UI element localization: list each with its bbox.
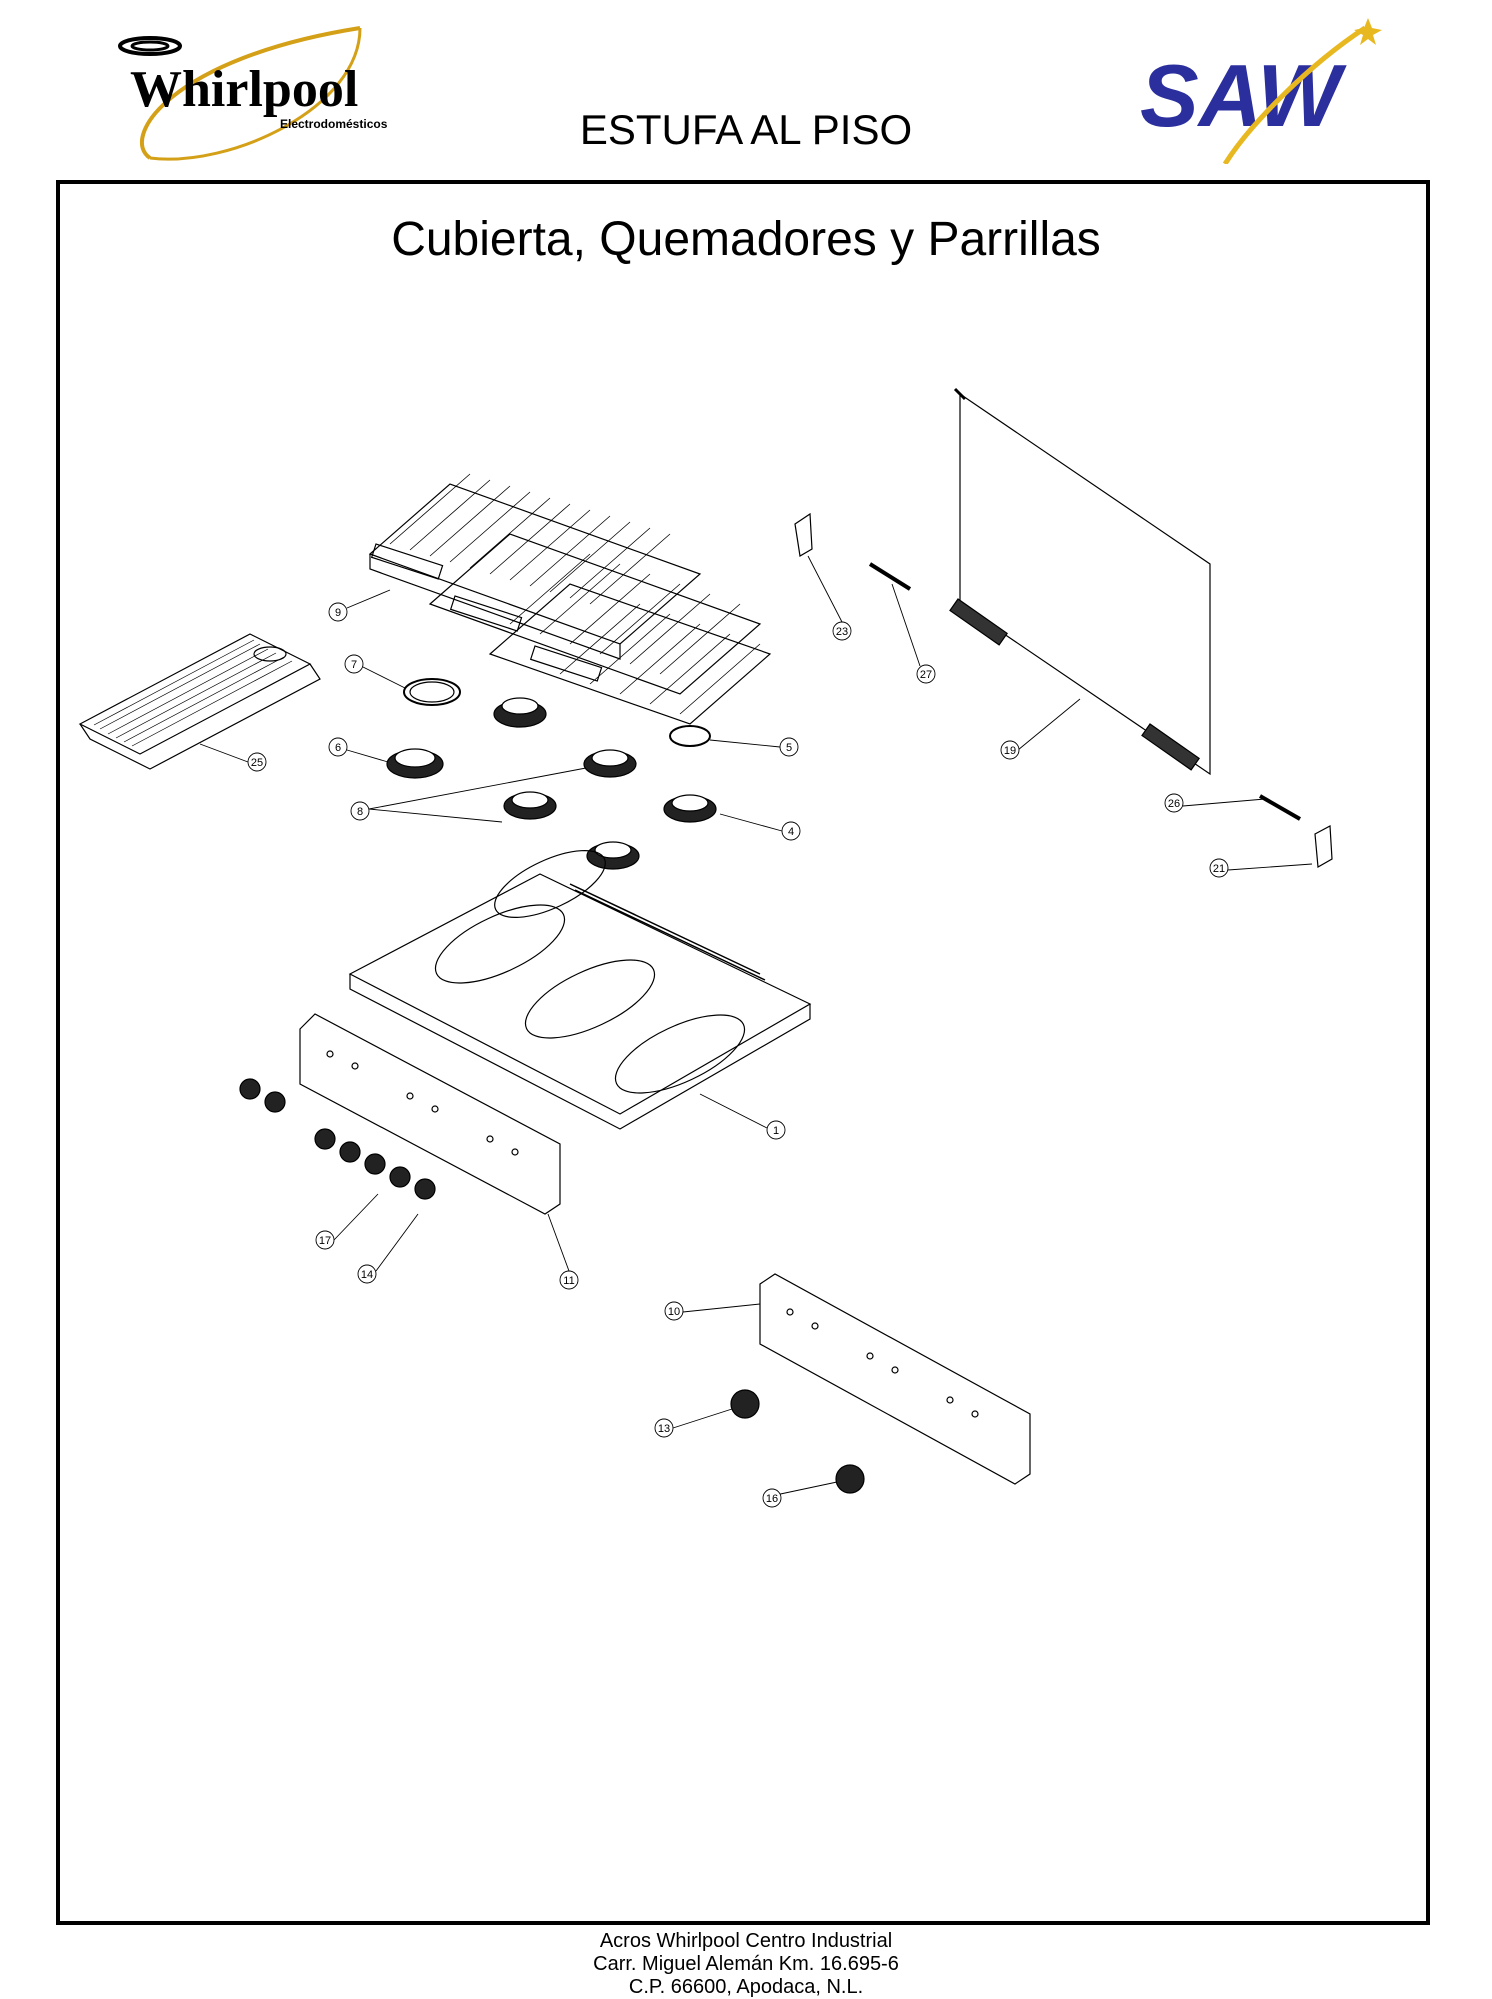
- callout-26: 26: [1168, 798, 1180, 810]
- footer-address: Acros Whirlpool Centro Industrial Carr. …: [0, 1930, 1492, 1999]
- callout-25: 25: [251, 757, 263, 769]
- callout-11: 11: [563, 1275, 574, 1287]
- burner-cap-large: [493, 697, 547, 728]
- saw-wordmark: SAW: [1140, 46, 1347, 145]
- callout-27: 27: [920, 669, 932, 681]
- callout-16: 16: [766, 1493, 778, 1505]
- burner-cap: [586, 841, 640, 870]
- burner-cap: [663, 794, 717, 823]
- callout-17: 17: [319, 1235, 331, 1247]
- whirlpool-logo: Whirlpool Electrodomésticos: [118, 26, 388, 161]
- burner-cap: [503, 791, 557, 820]
- whirlpool-wordmark: Whirlpool: [130, 61, 358, 118]
- knob: [730, 1389, 760, 1419]
- saw-logo: SAW: [1140, 18, 1382, 164]
- callout-21: 21: [1213, 863, 1225, 875]
- callout-1: 1: [773, 1125, 779, 1137]
- callout-6: 6: [335, 742, 341, 754]
- cooktop: [348, 849, 812, 1130]
- hinge-spring: [868, 562, 912, 591]
- burner-cap: [386, 748, 444, 779]
- backsplash-panel: [949, 387, 1211, 776]
- bracket: [1314, 825, 1333, 868]
- hinge-spring: [1259, 794, 1301, 821]
- knob: [835, 1464, 865, 1494]
- burner-ring: [403, 678, 461, 706]
- callout-4: 4: [788, 826, 794, 838]
- section-title: Cubierta, Quemadores y Parrillas: [391, 213, 1101, 266]
- callout-8: 8: [357, 806, 363, 818]
- burner-ring-small: [669, 725, 711, 747]
- callout-9: 9: [335, 607, 341, 619]
- diagram-frame: [56, 180, 1430, 1925]
- front-panel: [759, 1273, 1031, 1485]
- callout-14: 14: [361, 1269, 373, 1281]
- griddle: [78, 633, 321, 770]
- callout-13: 13: [658, 1423, 670, 1435]
- footer-line-1: Acros Whirlpool Centro Industrial: [599, 1930, 893, 1952]
- exploded-parts-diagram: 9 7 25 6 8 5 4 23 27 19 26 21 1 17 14 11…: [78, 387, 1333, 1508]
- callout-7: 7: [351, 659, 357, 671]
- burner-cap: [583, 749, 637, 778]
- callout-23: 23: [836, 626, 848, 638]
- control-knobs: [239, 1078, 436, 1200]
- control-panel: [299, 1013, 561, 1215]
- bracket: [794, 512, 813, 557]
- whirlpool-subtitle: Electrodomésticos: [280, 117, 388, 131]
- callout-5: 5: [786, 742, 792, 754]
- callout-10: 10: [668, 1306, 680, 1318]
- document-title: ESTUFA AL PISO: [579, 106, 913, 153]
- footer-line-3: C.P. 66600, Apodaca, N.L.: [628, 1976, 864, 1998]
- burner-grates: [368, 473, 772, 725]
- callout-19: 19: [1004, 745, 1016, 757]
- footer-line-2: Carr. Miguel Alemán Km. 16.695-6: [593, 1953, 899, 1975]
- star-icon: [1354, 18, 1382, 45]
